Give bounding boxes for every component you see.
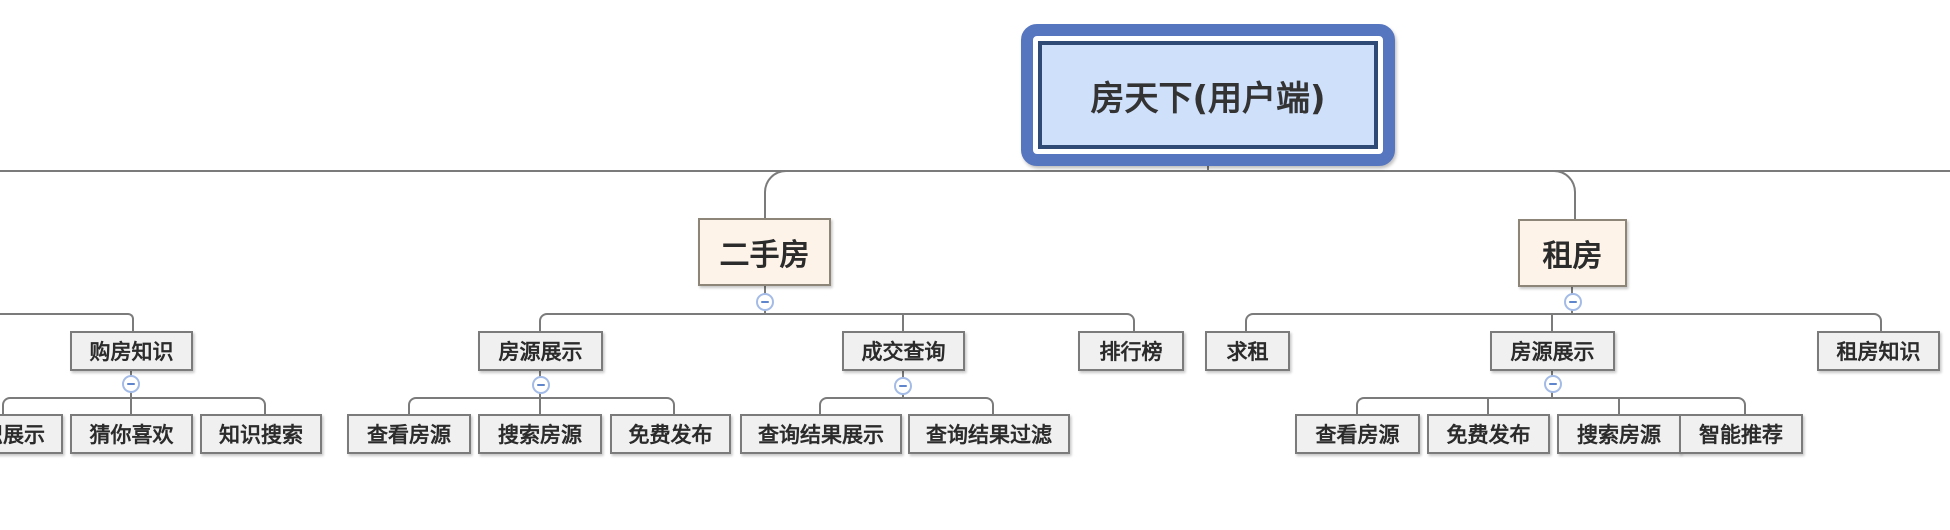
topic-query-result-display[interactable]: 查询结果展示 [740,414,902,454]
topic-listing-display-rent[interactable]: 房源展示 [1490,331,1615,371]
topic-query-result-filter[interactable]: 查询结果过滤 [908,414,1070,454]
topic-buy-knowledge[interactable]: 购房知识 [70,331,193,371]
topic-view-listing-secondhand[interactable]: 查看房源 [347,414,471,454]
connector-rent-children [1245,313,1882,333]
connector-deal-query-children [819,397,994,416]
topic-search-listing-secondhand[interactable]: 搜索房源 [478,414,602,454]
root-topic[interactable]: 房天下(用户端) [1038,41,1378,149]
minus-glyph [1549,383,1557,385]
topic-view-listing-rent[interactable]: 查看房源 [1295,414,1420,454]
minus-glyph [899,385,907,387]
topic-guess-you-like[interactable]: 猜你喜欢 [70,414,193,454]
connector-listing-rent-children [1356,397,1746,416]
connector-listing-sh-children [408,397,675,416]
topic-rent-house[interactable]: 租房 [1518,219,1627,287]
collapse-minus-circle-icon-rent[interactable] [1564,293,1582,311]
connector-stub-search-listing-rent [1618,397,1620,414]
connector-buy-knowledge-children [2,397,266,416]
topic-listing-display-secondhand[interactable]: 房源展示 [478,331,603,371]
topic-free-publish-rent[interactable]: 免费发布 [1427,414,1550,454]
topic-deal-query[interactable]: 成交查询 [842,331,965,371]
collapse-minus-circle-icon-secondhand[interactable] [756,293,774,311]
minus-glyph [537,384,545,386]
connector-curve-rent [1208,170,1576,221]
topic-secondhand-house[interactable]: 二手房 [698,218,831,286]
topic-ranking[interactable]: 排行榜 [1078,331,1184,371]
connector-stub-search-listing-sh [539,397,541,414]
topic-knowledge-search[interactable]: 知识搜索 [200,414,322,454]
collapse-minus-circle-icon-deal-query[interactable] [894,377,912,395]
minus-glyph [127,383,135,385]
connector-stub-listing-rent [1551,313,1553,331]
topic-free-publish-secondhand[interactable]: 免费发布 [610,414,731,454]
connector-stub-free-publish-rent [1487,397,1489,414]
collapse-minus-circle-icon-buy-knowledge[interactable] [122,375,140,393]
connector-stub-guess-you-like [130,397,132,414]
connector-secondhand-children [539,313,1135,333]
root-topic-selection-ring: 房天下(用户端) [1021,24,1395,166]
connector-stub-deal-query [902,313,904,331]
topic-seek-rent[interactable]: 求租 [1205,331,1290,371]
collapse-minus-circle-icon-listing-secondhand[interactable] [532,376,550,394]
minus-glyph [761,301,769,303]
topic-smart-recommend[interactable]: 智能推荐 [1679,414,1803,454]
topic-search-listing-rent[interactable]: 搜索房源 [1557,414,1681,454]
connector-buy-knowledge-parent-line [0,313,134,333]
topic-rent-knowledge[interactable]: 租房知识 [1817,331,1940,371]
minus-glyph [1569,301,1577,303]
collapse-minus-circle-icon-listing-rent[interactable] [1544,375,1562,393]
connector-curve-secondhand [764,170,1210,220]
